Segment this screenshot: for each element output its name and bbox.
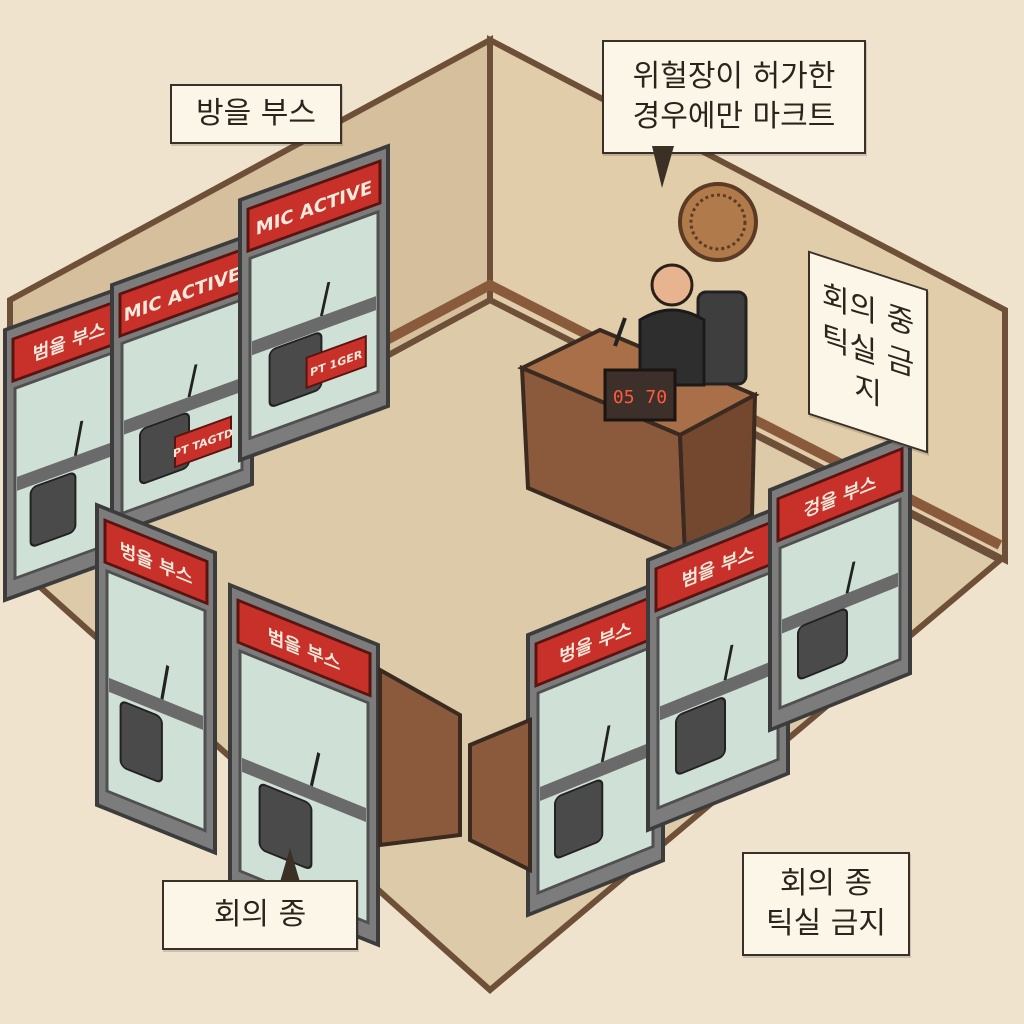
microphone-icon — [160, 664, 170, 701]
booth-label-top: 방을 부스 — [170, 84, 342, 144]
office-chair-icon — [554, 779, 604, 859]
office-chair-icon — [29, 472, 77, 547]
microphone-icon — [319, 281, 331, 317]
microphone-icon — [600, 725, 611, 763]
chair-desk: 05 70 — [517, 263, 760, 559]
booth: 벙을 부스 — [526, 577, 665, 918]
office-chair-icon — [797, 608, 848, 680]
booth-sign — [246, 158, 382, 254]
booth-sign — [776, 446, 904, 543]
microphone-icon — [723, 644, 734, 681]
speech-bubble-bottom: 회의 종 — [162, 880, 358, 950]
bottom-sign: 회의 종 틱실 금지 — [742, 852, 910, 956]
speech-bubble-top: 위헐장이 허가한 경우에만 마크트 — [602, 40, 866, 154]
office-chair-icon — [675, 697, 726, 775]
microphone-icon — [309, 751, 321, 787]
microphone-icon — [845, 561, 856, 594]
microphone-icon — [613, 317, 627, 347]
microphone-icon — [187, 364, 198, 398]
booth: 벙을 부스 — [95, 502, 217, 856]
booth-sign — [103, 518, 209, 606]
booth-sign — [236, 598, 372, 698]
booth: 겅을 부스 — [768, 430, 912, 733]
chair-display-text: 05 70 — [613, 387, 667, 408]
booth: 범을 부스 — [646, 500, 790, 833]
seal-emblem-icon — [678, 182, 758, 262]
office-chair-icon — [119, 701, 163, 783]
chair-display — [603, 368, 677, 422]
booth: 범을 부스 — [228, 582, 380, 948]
microphone-icon — [73, 420, 84, 456]
